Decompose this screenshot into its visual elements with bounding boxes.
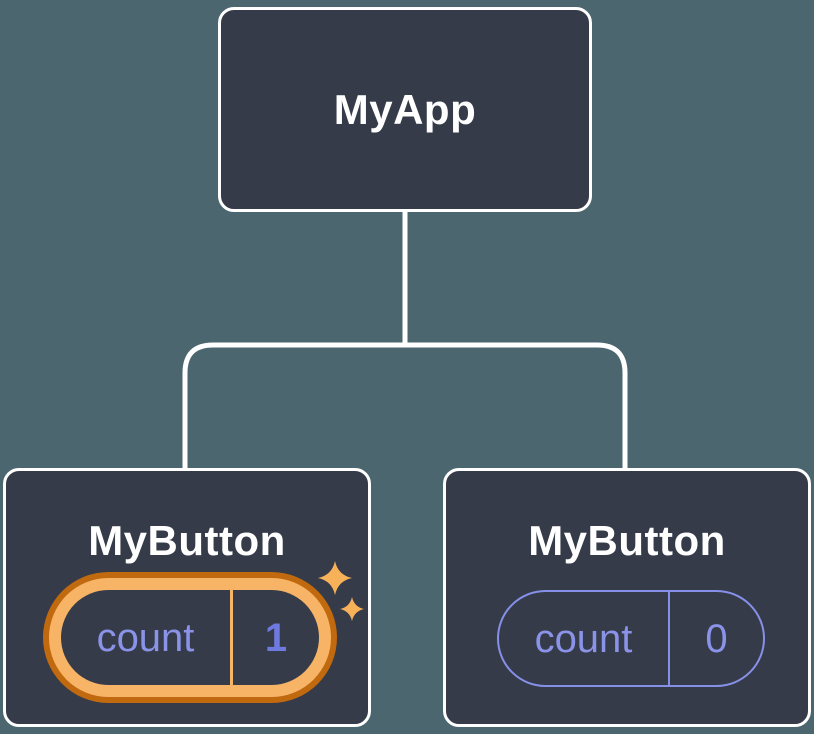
state-value: 0 [705,616,728,661]
component-node-mybutton-left: MyButton count 1 [3,468,371,727]
node-title: MyButton [528,517,726,564]
component-node-mybutton-right: MyButton count 0 [443,468,811,727]
sparkle-star-small [340,597,364,621]
state-name-label: count [96,615,195,660]
node-title: MyApp [333,85,477,133]
state-name-label: count [534,616,633,661]
sparkles-icon [318,561,364,621]
pill-divider [230,590,233,685]
connector-branch [182,342,628,468]
sparkle-star-large [318,561,352,595]
state-pill-highlighted: count 1 [61,590,319,685]
state-pill: count 0 [497,590,765,687]
component-node-root: MyApp [218,7,592,212]
state-value: 1 [264,615,288,660]
node-title: MyButton [88,517,286,564]
pill-divider [668,592,670,685]
